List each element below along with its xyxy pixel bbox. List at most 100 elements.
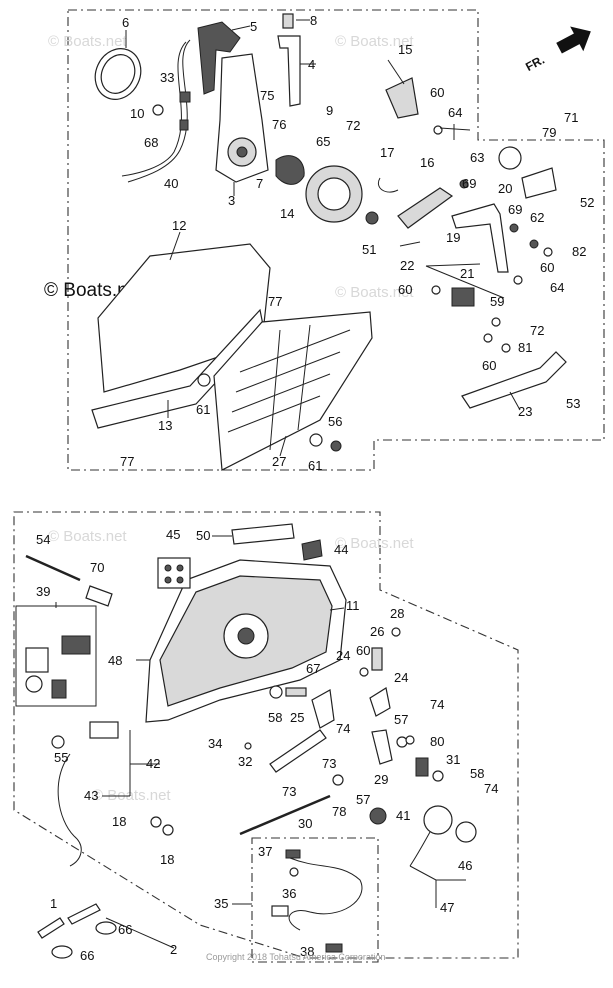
part-label-46: 46 — [458, 858, 472, 873]
part-label-25: 25 — [290, 710, 304, 725]
part-switch-wire — [409, 831, 431, 867]
part-label-48: 48 — [108, 653, 122, 668]
part-78-washer — [332, 774, 344, 786]
front-arrow-icon — [556, 26, 591, 54]
part-label-43: 43 — [84, 788, 98, 803]
part-label-12: 12 — [172, 218, 186, 233]
part-switch-pin — [164, 564, 172, 572]
part-label-65: 65 — [316, 134, 330, 149]
part-58-washer — [432, 770, 444, 782]
part-label-7: 7 — [256, 176, 263, 191]
part-62-washer — [529, 239, 539, 249]
part-18-clip — [162, 824, 174, 836]
part-label-38: 38 — [300, 944, 314, 959]
part-60-washer — [433, 125, 443, 135]
part-label-10: 10 — [130, 106, 144, 121]
part-harness-connector — [271, 905, 289, 917]
part-80-washer — [405, 735, 415, 745]
part-number-labels: 6 5 8 4 15 33 75 60 64 9 10 71 76 72 79 … — [36, 13, 594, 963]
part-label-64: 64 — [448, 105, 462, 120]
part-label-5: 5 — [250, 19, 257, 34]
leader-lines — [55, 19, 521, 949]
part-key-switch-body — [61, 635, 91, 655]
part-59-washer — [491, 317, 501, 327]
part-label-58: 58 — [470, 766, 484, 781]
part-label-18: 18 — [112, 814, 126, 829]
part-label-74: 74 — [484, 781, 498, 796]
watermark: © Boats.net — [335, 33, 414, 50]
part-label-33: 33 — [160, 70, 174, 85]
part-bracket — [521, 167, 557, 199]
part-throttle-cable — [239, 794, 331, 836]
part-label-79: 79 — [542, 125, 556, 140]
watermark: © Boats.net — [92, 787, 171, 804]
part-spring-26 — [371, 647, 383, 671]
part-label-57: 57 — [394, 712, 408, 727]
lower-group-outline — [13, 511, 519, 959]
harness-group-outline — [251, 837, 379, 963]
part-label-6: 6 — [122, 15, 129, 30]
part-label-41: 41 — [396, 808, 410, 823]
watermark: © Boats.net — [335, 284, 414, 301]
part-collar — [498, 146, 522, 170]
part-label-2: 2 — [170, 942, 177, 957]
part-label-1: 1 — [50, 896, 57, 911]
part-label-plate — [231, 523, 295, 545]
part-switch-pin — [164, 576, 172, 584]
part-label-66: 66 — [118, 922, 132, 937]
part-label-47: 47 — [440, 900, 454, 915]
part-label-60: 60 — [398, 282, 412, 297]
part-label-77: 77 — [268, 294, 282, 309]
part-switch-pin — [176, 576, 184, 584]
part-label-18: 18 — [160, 852, 174, 867]
part-57-washer — [396, 736, 408, 748]
part-lever-24 — [311, 689, 335, 729]
part-label-27: 27 — [272, 454, 286, 469]
part-label-4: 4 — [308, 57, 315, 72]
part-ring-inner — [100, 54, 136, 94]
upper-parts — [91, 13, 567, 471]
part-label-16: 16 — [420, 155, 434, 170]
part-label-55: 55 — [54, 750, 68, 765]
part-label-68: 68 — [144, 135, 158, 150]
part-label-63: 63 — [470, 150, 484, 165]
part-label-81: 81 — [518, 340, 532, 355]
part-34-screw — [244, 742, 252, 750]
part-label-3: 3 — [228, 193, 235, 208]
part-69-nut — [459, 179, 469, 189]
part-37-connector — [285, 849, 301, 859]
part-18-clip — [150, 816, 162, 828]
part-label-73: 73 — [282, 784, 296, 799]
part-label-60: 60 — [540, 260, 554, 275]
part-lever — [197, 21, 241, 95]
part-label-22: 22 — [400, 258, 414, 273]
part-label-28: 28 — [390, 606, 404, 621]
part-label-39: 39 — [36, 584, 50, 599]
part-cover-46 — [455, 821, 477, 843]
part-label-24: 24 — [394, 670, 408, 685]
part-label-44: 44 — [334, 542, 348, 557]
part-label-35: 35 — [214, 896, 228, 911]
part-pin-1 — [37, 917, 65, 939]
watermark: © Boats.net — [48, 33, 127, 50]
part-68-connector — [179, 119, 189, 131]
part-switch-47 — [423, 805, 453, 835]
part-label-59: 59 — [490, 294, 504, 309]
part-label-57: 57 — [356, 792, 370, 807]
part-81-washer — [501, 343, 511, 353]
upper-group-outline — [67, 9, 605, 471]
part-wire-harness-35 — [288, 857, 363, 931]
part-lanyard — [57, 753, 82, 867]
part-label-52: 52 — [580, 195, 594, 210]
part-10-grommet — [152, 104, 164, 116]
part-31-block — [415, 757, 429, 777]
part-label-74: 74 — [336, 721, 350, 736]
part-label-71: 71 — [564, 110, 578, 125]
part-label-9: 9 — [326, 103, 333, 118]
part-label-8: 8 — [310, 13, 317, 28]
watermark: © Boats.net — [335, 535, 414, 552]
lower-parts — [25, 523, 477, 959]
part-wire-harness — [121, 41, 187, 177]
part-label-53: 53 — [566, 396, 580, 411]
